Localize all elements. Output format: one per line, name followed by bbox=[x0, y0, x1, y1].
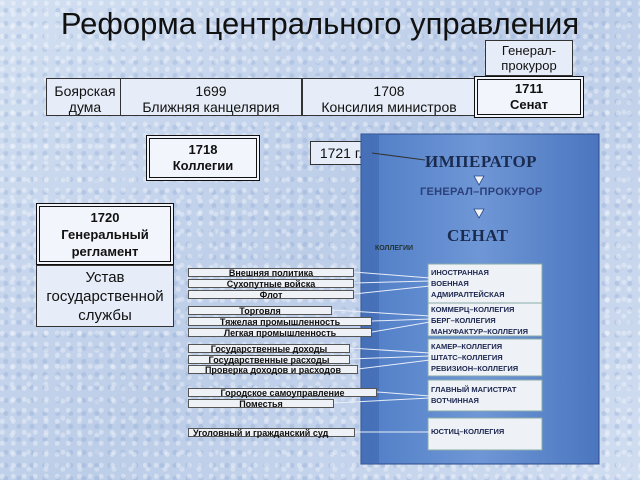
page-title: Реформа центрального управления bbox=[60, 6, 580, 41]
arrow-down-icon bbox=[473, 175, 485, 186]
timeline-year: 1699 bbox=[195, 83, 227, 99]
collegium-name: КОММЕРЦ–КОЛЛЕГИЯ bbox=[431, 305, 515, 314]
collegia-group-4: ГЛАВНЫЙ МАГИСТРАТ ВОТЧИННАЯ bbox=[431, 384, 535, 406]
timeline-name: Боярская дума bbox=[54, 83, 116, 115]
reglament-year: 1720 bbox=[90, 209, 120, 225]
collegium-name: ГЛАВНЫЙ МАГИСТРАТ bbox=[431, 385, 517, 394]
panel-collegia-label: КОЛЛЕГИИ bbox=[375, 245, 414, 252]
collegium-name: РЕВИЗИОН–КОЛЛЕГИЯ bbox=[431, 364, 519, 373]
function-bar: Внешняя политика bbox=[188, 268, 354, 278]
collegium-name: ВОТЧИННАЯ bbox=[431, 396, 479, 405]
function-bar: Государственные расходы bbox=[188, 355, 350, 365]
timeline-year: 1711 bbox=[514, 81, 544, 96]
timeline-year: 1708 bbox=[373, 83, 405, 99]
function-bar: Городское самоуправление bbox=[188, 388, 377, 398]
collegia-group-5: ЮСТИЦ–КОЛЛЕГИЯ bbox=[431, 426, 535, 437]
collegia-group-3: КАМЕР–КОЛЛЕГИЯ ШТАТС–КОЛЛЕГИЯ РЕВИЗИОН–К… bbox=[431, 341, 535, 374]
ustav-box: Устав государственной службы bbox=[36, 265, 174, 327]
function-bar: Флот bbox=[188, 290, 354, 300]
kollegii-year: 1718 bbox=[188, 142, 218, 157]
year-1721-label: 1721 г. bbox=[319, 145, 363, 161]
collegia-group-2: КОММЕРЦ–КОЛЛЕГИЯ БЕРГ–КОЛЛЕГИЯ МАНУФАКТУ… bbox=[431, 304, 535, 337]
function-bar: Уголовный и гражданский суд bbox=[188, 428, 355, 438]
function-bar: Тяжелая промышленность bbox=[188, 317, 372, 327]
arrow-down-icon bbox=[473, 208, 485, 219]
general-prokuror-box: Генерал- прокурор bbox=[485, 40, 573, 76]
collegium-name: МАНУФАКТУР–КОЛЛЕГИЯ bbox=[431, 327, 529, 336]
kollegii-box: 1718 Коллегии bbox=[146, 135, 260, 181]
timeline-name: Сенат bbox=[509, 97, 549, 112]
collegium-name: БЕРГ–КОЛЛЕГИЯ bbox=[431, 316, 496, 325]
timeline-1708: 1708 Консилия министров bbox=[302, 78, 476, 116]
collegium-name: АДМИРАЛТЕЙСКАЯ bbox=[431, 290, 505, 299]
general-prokuror-label: Генерал- прокурор bbox=[501, 43, 557, 73]
year-1721-box: 1721 г. bbox=[310, 141, 372, 165]
function-bar: Легкая промышленность bbox=[188, 328, 372, 338]
panel-general-prokuror: ГЕНЕРАЛ–ПРОКУРОР bbox=[420, 186, 543, 198]
ustav-label: Устав государственной службы bbox=[46, 269, 164, 324]
timeline-1711-senate: 1711 Сенат bbox=[474, 76, 584, 118]
function-bar: Проверка доходов и расходов bbox=[188, 365, 358, 375]
collegium-name: ЮСТИЦ–КОЛЛЕГИЯ bbox=[431, 427, 505, 436]
timeline-name: Ближняя канцелярия bbox=[142, 99, 280, 115]
panel-senate: СЕНАТ bbox=[447, 226, 509, 245]
timeline-name: Консилия министров bbox=[321, 99, 457, 115]
timeline-1699: 1699 Ближняя канцелярия bbox=[120, 78, 302, 116]
reglament-name: Генеральный регламент bbox=[61, 226, 149, 259]
function-bar: Государственные доходы bbox=[188, 344, 350, 354]
collegia-group-1: ИНОСТРАННАЯ ВОЕННАЯ АДМИРАЛТЕЙСКАЯ bbox=[431, 267, 535, 300]
collegium-name: КАМЕР–КОЛЛЕГИЯ bbox=[431, 342, 503, 351]
function-bar: Сухопутные войска bbox=[188, 279, 354, 289]
function-bar: Поместья bbox=[188, 399, 334, 409]
collegium-name: ШТАТС–КОЛЛЕГИЯ bbox=[431, 353, 503, 362]
reglament-box: 1720 Генеральный регламент bbox=[36, 203, 174, 265]
collegium-name: ИНОСТРАННАЯ bbox=[431, 268, 489, 277]
function-bar: Торговля bbox=[188, 306, 332, 316]
collegium-name: ВОЕННАЯ bbox=[431, 279, 469, 288]
timeline-boyar-duma: Боярская дума bbox=[46, 78, 124, 116]
panel-emperor: ИМПЕРАТОР bbox=[425, 152, 538, 171]
kollegii-name: Коллегии bbox=[172, 158, 234, 173]
